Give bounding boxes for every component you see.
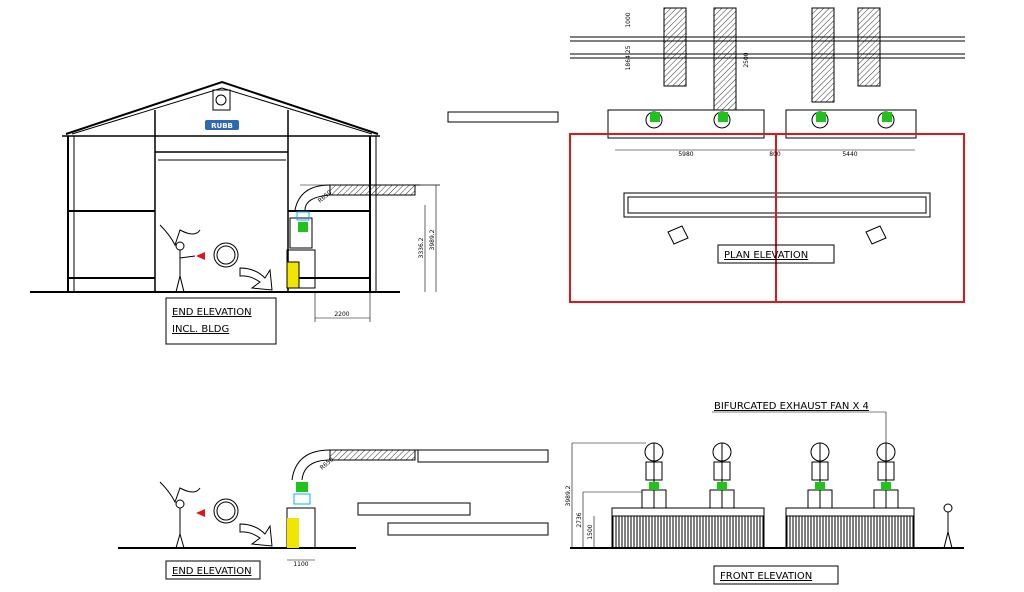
label-front-elevation: FRONT ELEVATION (720, 571, 812, 582)
label-bifurcated: BIFURCATED EXHAUST FAN X 4 (714, 401, 869, 412)
rubb-logo (205, 120, 239, 130)
title-box-front (713, 565, 839, 585)
dim-1864: 1864.25 (625, 45, 632, 70)
dim-3989b: 3989.2 (565, 485, 572, 506)
front-fan-4 (881, 482, 891, 490)
plan-fan-2 (718, 112, 728, 122)
fan-green-marker (298, 222, 308, 232)
airflow-arrow-red (196, 252, 205, 260)
end-airflow-arrow (196, 509, 205, 517)
end-fan-green (296, 482, 308, 492)
front-fan-2 (717, 482, 727, 490)
dim-2736: 2736 (576, 512, 583, 527)
dim-3989: 3989.2 (429, 229, 436, 250)
rubb-logo-text: RUBB (211, 122, 233, 130)
plan-fan-1 (650, 112, 660, 122)
end-elevation-building (30, 80, 440, 322)
dim-2500: 2500 (743, 52, 750, 67)
dim-5980: 5980 (678, 151, 693, 158)
title-box-end-bldg (165, 297, 277, 345)
dim-2200: 2200 (334, 311, 349, 318)
label-plan-elevation: PLAN ELEVATION (724, 250, 808, 261)
dim-1500: 1500 (587, 524, 594, 539)
label-end-elevation-bldg-2: INCL. BLDG (172, 324, 229, 335)
end-cabinet-yellow (287, 518, 299, 548)
dim-800: 800 (769, 151, 781, 158)
plan-fan-4 (882, 112, 892, 122)
label-end-elevation: END ELEVATION (172, 566, 252, 577)
dim-3336: 3336.2 (418, 237, 425, 258)
title-box-end (165, 560, 261, 580)
dim-1000: 1000 (625, 12, 632, 27)
title-box-plan (717, 244, 835, 264)
label-end-elevation-bldg-1: END ELEVATION (172, 307, 252, 318)
front-elevation (570, 411, 964, 549)
dim-5440: 5440 (842, 151, 857, 158)
end-duct-cyan (293, 493, 311, 505)
dim-1100: 1100 (293, 561, 308, 568)
duct-cyan-marker (296, 211, 310, 221)
front-fan-1 (649, 482, 659, 490)
end-elevation (118, 449, 549, 561)
plan-elevation (447, 7, 965, 245)
plan-fan-3 (816, 112, 826, 122)
building-outline-red (569, 133, 965, 303)
front-fan-3 (815, 482, 825, 490)
